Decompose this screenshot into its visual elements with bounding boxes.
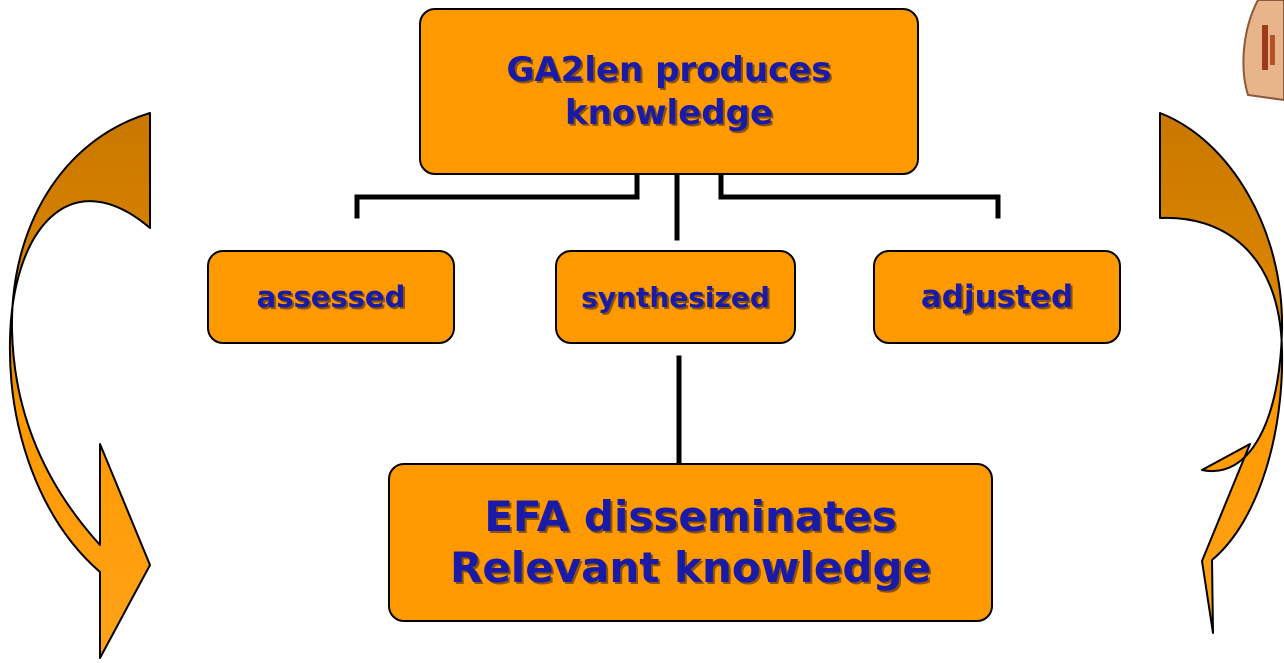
connector-right	[718, 172, 1001, 219]
top-node-line1: GA2len produces	[506, 50, 832, 90]
bottom-node-line1: EFA disseminates	[484, 492, 897, 542]
left-curved-arrow	[8, 112, 151, 659]
top-node-line2: knowledge	[564, 92, 774, 133]
connector-left	[354, 172, 640, 219]
right-curved-arrow	[1159, 112, 1284, 634]
bottom-node: EFA disseminates Relevant knowledge	[388, 463, 993, 622]
branch-node-assessed: assessed	[207, 250, 455, 344]
branch-node-synthesized: synthesized	[555, 250, 796, 344]
bottom-node-line2: Relevant knowledge	[449, 542, 931, 592]
top-node: GA2len produces knowledge	[419, 8, 919, 175]
branch-label-assessed: assessed	[256, 279, 406, 314]
branch-label-synthesized: synthesized	[581, 280, 770, 314]
branch-label-adjusted: adjusted	[920, 278, 1074, 315]
branch-node-adjusted: adjusted	[873, 250, 1121, 344]
book-icon	[1242, 0, 1284, 102]
connector-lines	[354, 172, 1001, 465]
